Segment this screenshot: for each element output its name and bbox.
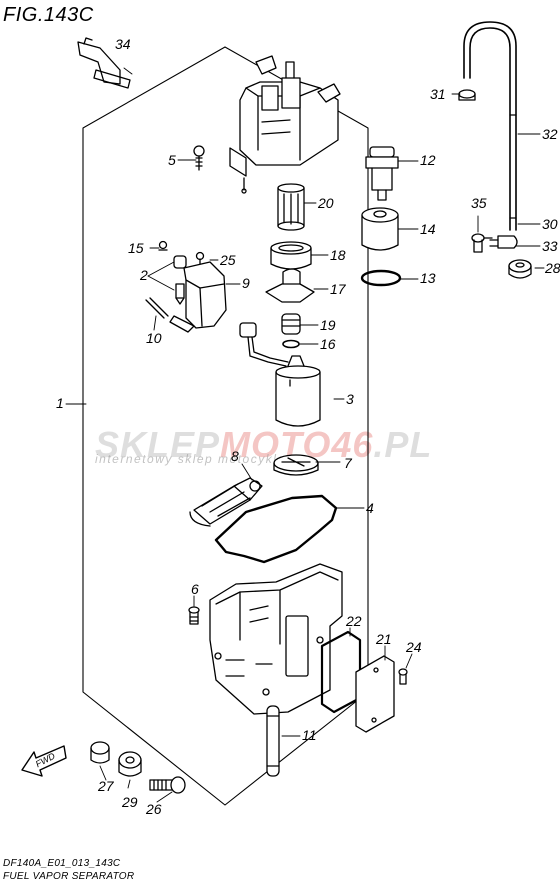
label-part-4: 4: [366, 500, 374, 516]
part-18-seal: [270, 241, 312, 270]
label-part-10: 10: [146, 330, 162, 346]
part-21-cover-plate: [355, 655, 395, 733]
float-chamber-body: [209, 563, 343, 715]
label-part-13: 13: [420, 270, 436, 286]
fwd-arrow-icon: [21, 745, 67, 777]
label-part-34: 34: [115, 36, 131, 52]
label-part-1: 1: [56, 395, 64, 411]
part-26-bolt: [149, 776, 186, 794]
label-part-12: 12: [420, 152, 436, 168]
part-33-clamp: [489, 235, 518, 249]
label-part-28: 28: [545, 260, 560, 276]
label-part-17: 17: [330, 281, 346, 297]
label-part-22: 22: [346, 613, 362, 629]
part-24-screw: [398, 668, 408, 685]
label-part-11: 11: [302, 727, 317, 743]
label-part-2: 2: [140, 267, 148, 283]
part-20-filter: [277, 183, 305, 231]
watermark-brand-a: SKLEP: [95, 424, 221, 465]
label-part-20: 20: [318, 195, 334, 211]
pump-harness: [239, 322, 289, 367]
label-part-3: 3: [346, 391, 354, 407]
part-10-pin: [145, 297, 169, 319]
part-31-clip: [458, 89, 476, 101]
part-29-grommet: [118, 751, 142, 777]
label-part-15: 15: [128, 240, 144, 256]
figure-title: FIG.143C: [3, 4, 94, 26]
leader-lines: [65, 67, 545, 803]
part-9-cover: [169, 261, 227, 333]
part-27-bushing: [90, 741, 110, 764]
label-part-33: 33: [542, 238, 558, 254]
part-16-o-ring: [282, 339, 300, 349]
label-part-30: 30: [542, 216, 558, 232]
part-12-valve: [365, 146, 399, 201]
part-19-damper: [281, 313, 301, 335]
label-part-24: 24: [406, 639, 422, 655]
label-part-7: 7: [344, 455, 352, 471]
label-part-14: 14: [420, 221, 436, 237]
label-part-32: 32: [542, 126, 558, 142]
part-4-gasket: [214, 494, 338, 564]
label-part-9: 9: [242, 275, 250, 291]
footer-code: DF140A_E01_013_143C: [3, 858, 121, 869]
part-34-clamp: [77, 37, 131, 89]
label-part-29: 29: [122, 794, 138, 810]
label-part-21: 21: [376, 631, 392, 647]
footer-name: FUEL VAPOR SEPARATOR: [3, 871, 135, 882]
label-part-26: 26: [146, 801, 162, 817]
part-2-connector: [173, 255, 187, 305]
part-15-screw: [158, 240, 168, 251]
part-35-bolt: [471, 233, 493, 253]
assembly-boundary: [82, 46, 369, 806]
part-17-holder: [265, 268, 315, 303]
part-5-screw: [193, 145, 205, 171]
label-part-18: 18: [330, 247, 346, 263]
label-part-16: 16: [320, 336, 336, 352]
label-part-31: 31: [430, 86, 446, 102]
label-part-6: 6: [191, 581, 199, 597]
part-32-hose: [463, 21, 517, 231]
label-part-25: 25: [220, 252, 236, 268]
part-7-strainer-holder: [273, 454, 319, 476]
watermark-brand-c: .PL: [373, 424, 433, 465]
part-3-fuel-pump: [275, 355, 321, 427]
label-part-27: 27: [98, 778, 114, 794]
part-6-bolt: [188, 606, 200, 625]
label-part-35: 35: [471, 195, 487, 211]
label-part-19: 19: [320, 317, 336, 333]
part-28-grommet: [508, 259, 532, 279]
part-8-strainer: [189, 477, 263, 527]
part-14-regulator: [361, 207, 399, 251]
watermark-tagline: internetowy sklep motocyklowy: [95, 452, 304, 466]
part-11-pin: [266, 705, 280, 777]
label-part-5: 5: [168, 152, 176, 168]
part-13-o-ring: [360, 269, 402, 287]
label-part-8: 8: [231, 448, 239, 464]
vapor-separator-cover: [229, 55, 341, 194]
